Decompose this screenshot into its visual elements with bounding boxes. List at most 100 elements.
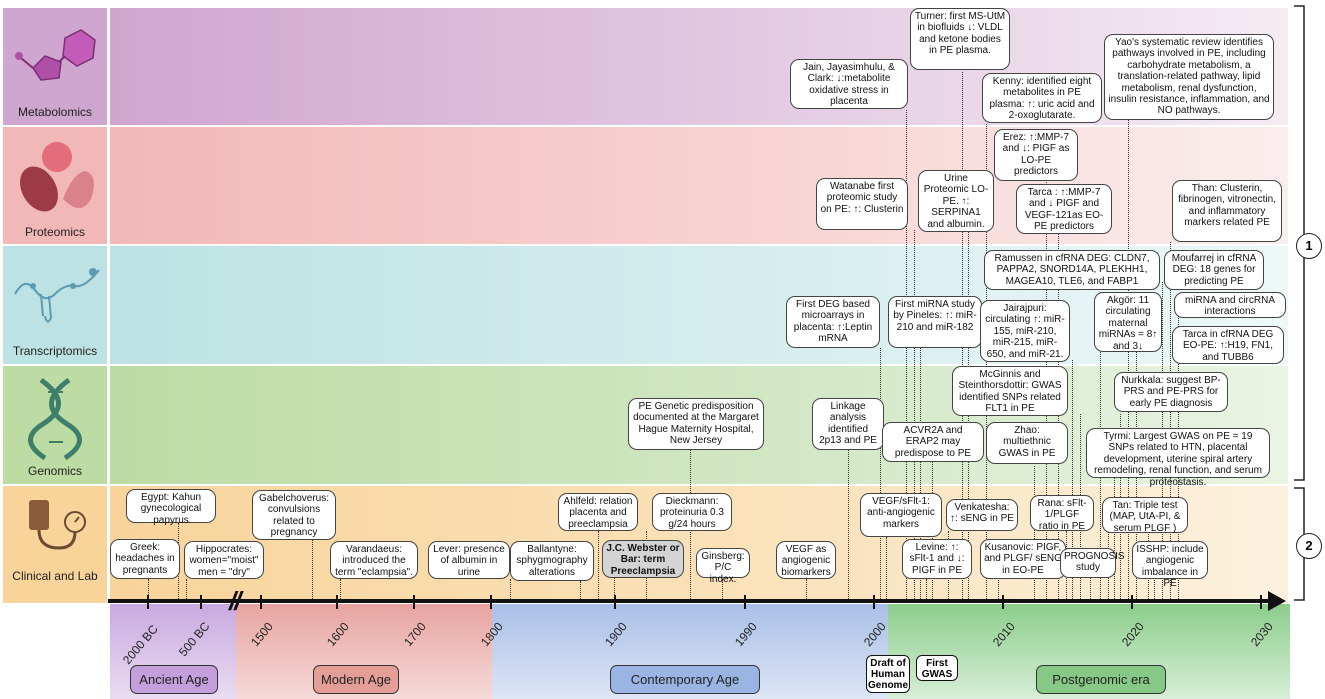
- event-jain: Jain, Jayasimhulu, & Clark: ↓:metabolite…: [790, 59, 908, 109]
- event-erez: Erez: ↑:MMP-7 and ↓: PIGF as LO-PE predi…: [994, 129, 1078, 181]
- event-ahlfeld: Ahlfeld: relation placenta and preeclamp…: [558, 493, 638, 531]
- tick: [873, 595, 875, 609]
- connector: [886, 537, 887, 599]
- lane-label-transcriptomics: Transcriptomics: [12, 344, 98, 358]
- tick: [1002, 595, 1004, 609]
- transcriptomics-lane: Transcriptomics: [3, 246, 107, 364]
- event-hippocrates: Hippocrates: women="moist" men = "dry": [184, 541, 264, 579]
- event-urine-proteomic: Urine Proteomic LO-PE. ↑: SERPINA1 and a…: [918, 170, 994, 232]
- connector: [1114, 478, 1115, 599]
- event-tarca-mmp: Tarca : ↑:MMP-7 and ↓ PIGF and VEGF-121a…: [1016, 184, 1112, 234]
- molecule-icon: [15, 29, 96, 81]
- proteomics-lane: Proteomics: [3, 127, 107, 244]
- event-moufarrej: Moufarrej in cfRNA DEG: 18 genes for pre…: [1164, 250, 1264, 290]
- event-varandaeus: Varandaeus: introduced the term "eclamps…: [330, 541, 418, 579]
- connector: [1090, 578, 1091, 599]
- connector: [580, 581, 581, 599]
- connector: [914, 230, 915, 599]
- connector: [848, 450, 849, 599]
- event-egypt: Egypt: Kahun gynecological papyrus: [126, 489, 216, 526]
- clinical-lane: Clinical and Lab: [3, 486, 107, 603]
- connector: [998, 578, 999, 599]
- event-venkatesha: Venkatesha: ↑: sENG in PE: [946, 499, 1018, 531]
- event-greek: Greek: headaches in pregnants: [110, 539, 180, 579]
- event-zhao: Zhao: multiethnic GWAS in PE: [986, 422, 1068, 464]
- event-yao: Yao's systematic review identifies pathw…: [1104, 34, 1274, 120]
- timeline-axis: [108, 599, 1278, 603]
- lane-label-clinical: Clinical and Lab: [12, 569, 98, 583]
- bracket-2-label: 2: [1296, 533, 1322, 559]
- era-postgenomic: Postgenomic era: [1036, 665, 1166, 694]
- connector: [880, 348, 881, 599]
- connector: [1058, 233, 1059, 599]
- connector: [722, 579, 723, 599]
- lane-label-genomics: Genomics: [27, 464, 83, 478]
- connector: [920, 348, 921, 599]
- event-watanabe: Watanabe first proteomic study on PE: ↑:…: [816, 178, 908, 230]
- event-than: Than: Clusterin, fibrinogen, vitronectin…: [1172, 180, 1282, 242]
- connector: [148, 579, 149, 599]
- tick: [1260, 595, 1262, 609]
- connector: [1170, 242, 1171, 599]
- connector: [806, 579, 807, 599]
- event-isshp: ISSHP: include angiogenic imbalance in P…: [1132, 541, 1208, 589]
- event-prognosis: PROGNOSIS study: [1060, 548, 1125, 578]
- event-turner: Turner: first MS-UtM in biofluids ↓: VLD…: [910, 8, 1010, 70]
- genomics-lane: Genomics: [3, 366, 107, 484]
- connector: [1034, 466, 1035, 599]
- event-ginsberg: Ginsberg: P/C index.: [696, 548, 750, 585]
- connector: [186, 579, 187, 599]
- dna-icon: [28, 377, 82, 461]
- tick: [413, 595, 415, 609]
- rna-icon: [14, 268, 100, 323]
- event-webster: J.C. Webster or Bar: term Preeclampsia: [602, 540, 684, 578]
- axis-break-marker: //: [229, 586, 242, 616]
- blood-pressure-icon: [29, 500, 86, 550]
- event-rana: Rana: sFlt-1/PLGF ratio in PE: [1030, 495, 1094, 532]
- milestone-human-genome: Draft of Human Genome: [866, 655, 910, 693]
- connector: [598, 531, 599, 599]
- event-linkage: Linkage analysis identified 2p13 and PE: [812, 398, 884, 450]
- connector: [1128, 120, 1129, 599]
- lane-label-metabolomics: Metabolomics: [17, 105, 93, 119]
- era-contemporary: Contemporary Age: [610, 665, 760, 694]
- tick: [744, 595, 746, 609]
- event-tarca-cfrna: Tarca in cfRNA DEG EO-PE: ↑:H19, FN1, an…: [1172, 326, 1284, 364]
- event-mirna-circrna: miRNA and circRNA interactions: [1174, 292, 1286, 318]
- connector: [1154, 578, 1155, 599]
- event-ramussen: Ramussen in cfRNA DEG: CLDN7, PAPPA2, SN…: [984, 250, 1160, 290]
- connector: [906, 110, 907, 599]
- bracket-1-label: 1: [1296, 233, 1322, 259]
- era-modern: Modern Age: [313, 665, 399, 694]
- connector: [614, 578, 615, 599]
- connector: [510, 579, 511, 599]
- event-acvr2a: ACVR2A and ERAP2 may predispose to PE: [882, 422, 984, 462]
- connector: [926, 579, 927, 599]
- axis-arrow-icon: [1268, 591, 1286, 611]
- event-first-deg: First DEG based microarrays in placenta:…: [786, 296, 880, 348]
- connector: [340, 579, 341, 599]
- event-jairajpuri: Jairajpuri: circulating ↑: miR-155, miR-…: [980, 300, 1070, 362]
- tick: [1131, 595, 1133, 609]
- event-vegf-biomarkers: VEGF as angiogenic biomarkers: [776, 541, 836, 579]
- event-gabelchoverus: Gabelchoverus: convulsions related to pr…: [252, 490, 336, 540]
- tick: [260, 595, 262, 609]
- metabolomics-lane: Metabolomics: [3, 8, 107, 125]
- tick: [336, 595, 338, 609]
- event-levine: Levine: ↑: sFlt-1 and ↓: PIGF in PE: [902, 539, 972, 579]
- tick: [614, 595, 616, 609]
- tick: [147, 595, 149, 609]
- event-lever: Lever: presence of albumin in urine: [428, 541, 510, 579]
- era-ancient: Ancient Age: [130, 665, 218, 694]
- event-kenny: Kenny: identified eight metabolites in P…: [982, 73, 1102, 123]
- event-nurkkala: Nurkkala: suggest BP-PRS and PE-PRS for …: [1114, 372, 1228, 412]
- event-genetic-predisposition: PE Genetic predisposition documented at …: [628, 398, 764, 450]
- event-dieckmann: Dieckmann: proteinuria 0.3 g/24 hours: [652, 493, 732, 531]
- event-ballantyne: Ballantyne: sphygmography alterations: [510, 541, 594, 581]
- event-first-mirna: First miRNA study by Pineles: ↑: miR-210…: [888, 296, 982, 348]
- lane-label-proteomics: Proteomics: [24, 225, 86, 239]
- event-vegf-sflt: VEGF/sFlt-1: anti-angiogenic markers: [860, 493, 942, 537]
- milestone-first-gwas: First GWAS: [916, 655, 958, 681]
- event-tan: Tan: Triple test (MAP, UtA-PI, & serum P…: [1102, 497, 1188, 534]
- event-mcginnis: McGinnis and Steinthorsdottir: GWAS iden…: [952, 366, 1068, 416]
